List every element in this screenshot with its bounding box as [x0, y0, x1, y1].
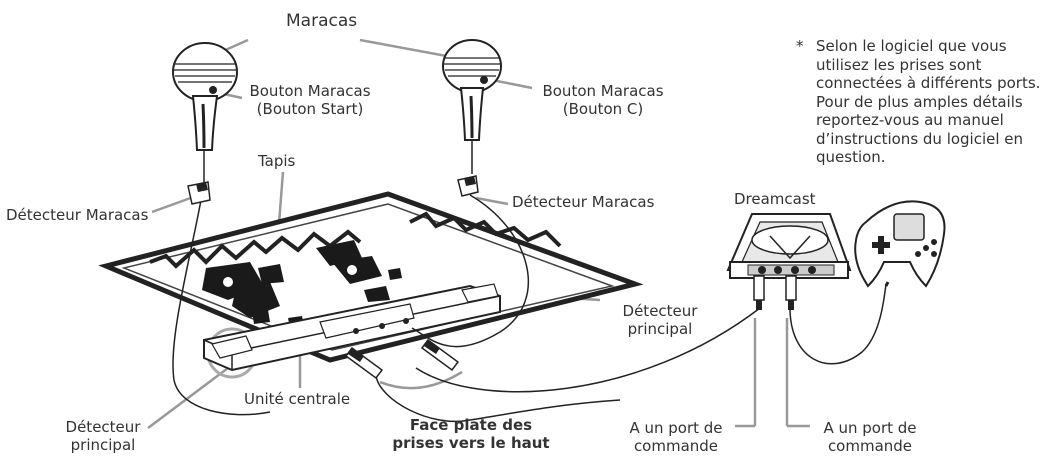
dreamcast-console	[726, 213, 852, 310]
central-unit-label: Unité centrale	[244, 390, 351, 408]
dreamcast-controller	[854, 200, 946, 288]
note-asterisk: *	[796, 37, 804, 55]
maraca-left	[172, 42, 238, 205]
button-c-label: Bouton Maracas (Bouton C)	[535, 82, 671, 118]
main-sensor-left-line1: Détecteur	[65, 418, 141, 436]
central-unit	[203, 283, 501, 372]
port1-line1: A un port de	[629, 419, 723, 437]
port2-line1: A un port de	[823, 419, 917, 437]
dreamcast-label: Dreamcast	[734, 190, 816, 208]
mat	[98, 191, 644, 363]
maraca-right	[442, 39, 502, 197]
note-text: Selon le logiciel que vous utilisez les …	[816, 37, 1041, 166]
port2-line2: commande	[827, 437, 913, 455]
main-sensor-right-line1: Détecteur	[622, 302, 698, 320]
central-plugs	[344, 338, 460, 380]
main-sensor-right-line2: principal	[627, 320, 693, 338]
maracas-title: Maracas	[286, 11, 358, 31]
button-c-line1: Bouton Maracas	[542, 82, 664, 100]
faceplate-line1: Face plate des	[409, 416, 533, 434]
port2-label: A un port de commande	[814, 419, 926, 455]
cables	[172, 194, 887, 423]
sensor-right-label: Détecteur Maracas	[512, 193, 655, 211]
mat-label: Tapis	[258, 152, 296, 170]
main-sensor-left-label: Détecteur principal	[48, 418, 158, 454]
port1-label: A un port de commande	[620, 419, 732, 455]
sensor-left-label: Détecteur Maracas	[6, 206, 149, 224]
port1-line2: commande	[633, 437, 719, 455]
faceplate-label: Face plate des prises vers le haut	[376, 416, 566, 452]
button-start-line1: Bouton Maracas	[249, 82, 371, 100]
faceplate-line2: prises vers le haut	[392, 434, 550, 452]
main-sensor-left-line2: principal	[70, 436, 136, 454]
button-start-label: Bouton Maracas (Bouton Start)	[246, 82, 374, 118]
button-c-line2: (Bouton C)	[562, 100, 644, 118]
main-sensor-right-label: Détecteur principal	[605, 302, 715, 338]
button-start-line2: (Bouton Start)	[256, 100, 364, 118]
